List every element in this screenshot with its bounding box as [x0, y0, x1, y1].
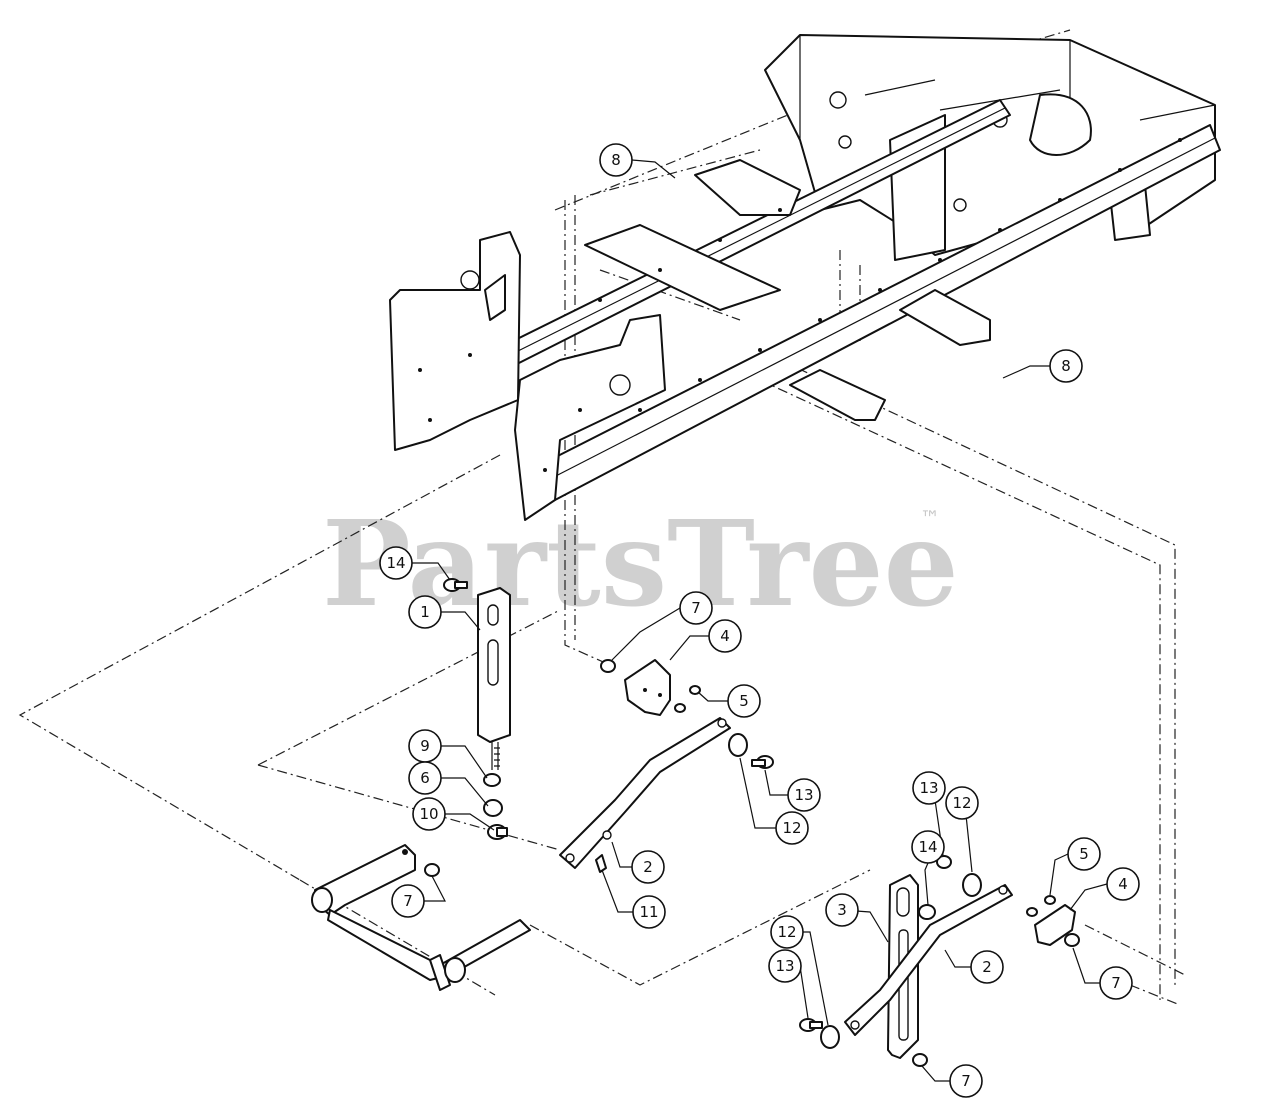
callout-14: 14: [911, 830, 945, 864]
callout-13: 13: [787, 778, 821, 812]
callout-label: 13: [794, 786, 813, 804]
callout-9: 9: [408, 729, 442, 763]
callout-10: 10: [412, 797, 446, 831]
callout-12: 12: [770, 915, 804, 949]
lift-arm-2-left: [559, 717, 731, 869]
lift-components: [311, 578, 1080, 1067]
pin-13-upper: [751, 755, 774, 769]
bracket-4-right: [1026, 895, 1080, 947]
callout-11: 11: [632, 895, 666, 929]
callout-label: 14: [918, 838, 937, 856]
callout-label: 13: [919, 779, 938, 797]
callout-2: 2: [631, 850, 665, 884]
callout-4: 4: [1106, 867, 1140, 901]
callout-label: 4: [1118, 875, 1128, 893]
callout-7: 7: [391, 884, 425, 918]
bracket-4-upper: [624, 659, 671, 716]
pin-11: [595, 854, 607, 873]
lift-link-left: [477, 587, 511, 770]
callout-6: 6: [408, 761, 442, 795]
callout-3: 3: [825, 893, 859, 927]
callout-label: 11: [639, 903, 658, 921]
callout-label: 7: [961, 1072, 971, 1090]
watermark-trademark: ™: [920, 506, 940, 530]
callout-label: 2: [982, 958, 992, 976]
callout-label: 8: [611, 151, 621, 169]
callout-1: 1: [408, 595, 442, 629]
screws-5-upper: [674, 685, 701, 713]
lift-arm-2-right: [844, 884, 1013, 1036]
callout-14: 14: [379, 546, 413, 580]
callout-13: 13: [768, 949, 802, 983]
callout-label: 9: [420, 737, 430, 755]
callout-label: 13: [775, 957, 794, 975]
washer-12-upper: [728, 733, 748, 757]
bolt-14-left: [443, 578, 468, 592]
callout-12: 12: [775, 811, 809, 845]
callout-label: 14: [386, 554, 405, 572]
callout-4: 4: [708, 619, 742, 653]
callout-label: 1: [420, 603, 430, 621]
callout-label: 3: [837, 901, 847, 919]
callout-label: 2: [643, 858, 653, 876]
callout-label: 7: [403, 892, 413, 910]
callout-label: 12: [782, 819, 801, 837]
callout-7: 7: [679, 591, 713, 625]
callout-label: 10: [419, 805, 438, 823]
lift-shaft: [311, 844, 531, 991]
callout-label: 12: [952, 794, 971, 812]
callout-12: 12: [945, 786, 979, 820]
callout-2: 2: [970, 950, 1004, 984]
callout-8: 8: [599, 143, 633, 177]
callout-5: 5: [727, 684, 761, 718]
callout-label: 5: [739, 692, 749, 710]
callout-7: 7: [1099, 966, 1133, 1000]
callout-8: 8: [1049, 349, 1083, 383]
callout-label: 7: [1111, 974, 1121, 992]
callout-label: 7: [691, 599, 701, 617]
callout-label: 8: [1061, 357, 1071, 375]
frame-rivets: [598, 138, 1182, 412]
callout-label: 12: [777, 923, 796, 941]
callout-label: 4: [720, 627, 730, 645]
tractor-frame: [389, 34, 1221, 521]
nut-7-left: [424, 863, 440, 877]
callout-leaders: [412, 159, 1108, 1082]
callout-7: 7: [949, 1064, 983, 1098]
callout-label: 6: [420, 769, 430, 787]
nut-7-upper: [600, 659, 616, 673]
callout-5: 5: [1067, 837, 1101, 871]
hardware-9-6-10: [483, 773, 508, 840]
callout-13: 13: [912, 771, 946, 805]
callout-label: 5: [1079, 845, 1089, 863]
callouts: 8 8 14 1 7 4 5 9 6 10 13 12 2 11 7 13 12…: [379, 143, 1140, 1098]
hardware-right: [799, 855, 982, 1067]
